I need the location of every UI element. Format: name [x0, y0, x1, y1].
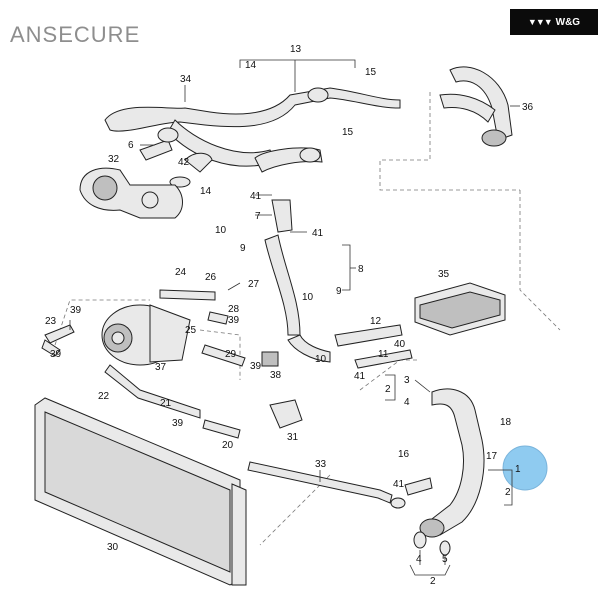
alternator — [101, 304, 191, 366]
callout-14: 14 — [245, 60, 257, 71]
callout-28: 28 — [228, 304, 240, 315]
callout-39: 39 — [172, 418, 184, 429]
callout-32: 32 — [108, 154, 120, 165]
callout-9: 9 — [336, 286, 342, 297]
callout-39: 39 — [70, 305, 82, 316]
main-lower-hose — [404, 388, 485, 556]
callout-3: 3 — [404, 375, 410, 386]
callout-30: 30 — [107, 542, 119, 553]
callout-12: 12 — [370, 316, 382, 327]
callout-40: 40 — [394, 339, 406, 350]
callout-2: 2 — [385, 384, 391, 395]
callout-labels: 13 14 15 15 34 36 6 32 42 14 41 7 41 10 … — [45, 44, 534, 587]
callout-11: 11 — [378, 349, 389, 360]
callout-42: 42 — [178, 157, 190, 168]
highlight-marker — [502, 445, 548, 491]
callout-39: 39 — [50, 349, 62, 360]
callout-13: 13 — [290, 44, 302, 55]
callout-10: 10 — [302, 292, 314, 303]
upper-coolant-pipe — [104, 66, 513, 188]
callout-9: 9 — [240, 243, 246, 254]
callout-5: 5 — [442, 554, 448, 565]
callout-22: 22 — [98, 391, 110, 402]
callout-36: 36 — [522, 102, 534, 113]
callout-6: 6 — [128, 140, 134, 151]
callout-18: 18 — [500, 417, 512, 428]
callout-29: 29 — [225, 349, 237, 360]
callout-23: 23 — [45, 316, 57, 327]
callout-2: 2 — [505, 487, 511, 498]
callout-39: 39 — [250, 361, 262, 372]
logo-badge-text: W&G — [555, 16, 581, 28]
callout-37: 37 — [155, 362, 167, 373]
callout-20: 20 — [222, 440, 234, 451]
callout-21: 21 — [160, 398, 172, 409]
callout-41: 41 — [250, 191, 262, 202]
callout-8: 8 — [358, 264, 364, 275]
middle-hoses — [264, 199, 413, 369]
callout-7: 7 — [255, 211, 261, 222]
callout-2: 2 — [430, 576, 436, 587]
callout-17: 17 — [486, 451, 498, 462]
oil-cooler — [414, 282, 506, 336]
callout-31: 31 — [287, 432, 299, 443]
callout-16: 16 — [398, 449, 410, 460]
logo-badge: ▼▼▼ W&G — [510, 9, 598, 35]
callout-10: 10 — [215, 225, 227, 236]
callout-33: 33 — [315, 459, 327, 470]
callout-15: 15 — [365, 67, 377, 78]
callout-41: 41 — [354, 371, 366, 382]
callout-1: 1 — [515, 464, 521, 475]
brand-watermark: ANSECURE — [10, 22, 141, 47]
callout-38: 38 — [270, 370, 282, 381]
callout-24: 24 — [175, 267, 187, 278]
callout-14: 14 — [200, 186, 212, 197]
callout-35: 35 — [438, 269, 450, 280]
logo-mark-icon: ▼▼▼ — [527, 17, 553, 27]
callout-4: 4 — [416, 554, 422, 565]
thermostat-housing — [79, 167, 183, 219]
callout-10: 10 — [315, 354, 327, 365]
callout-15: 15 — [342, 127, 354, 138]
callout-4: 4 — [404, 397, 410, 408]
lower-pipe — [247, 461, 406, 509]
callout-25: 25 — [185, 325, 197, 336]
left-hoses — [41, 289, 303, 439]
callout-41: 41 — [393, 479, 405, 490]
leader-lines — [69, 59, 520, 576]
callout-39: 39 — [228, 315, 240, 326]
callout-26: 26 — [205, 272, 217, 283]
radiator — [34, 397, 247, 586]
callout-34: 34 — [180, 74, 192, 85]
callout-41: 41 — [312, 228, 324, 239]
callout-27: 27 — [248, 279, 260, 290]
